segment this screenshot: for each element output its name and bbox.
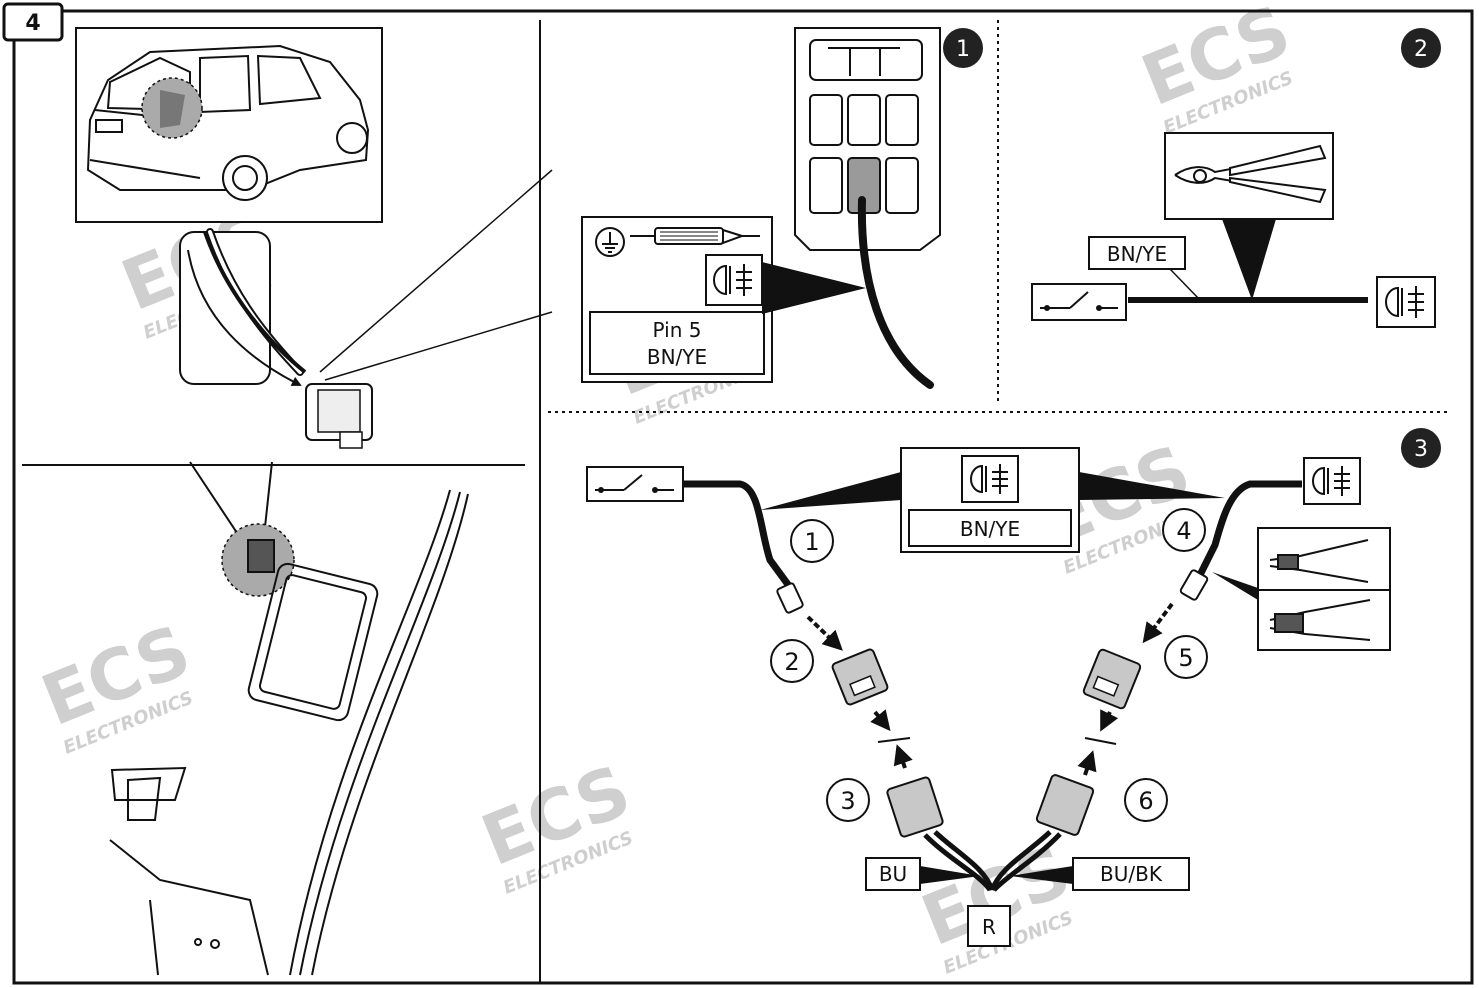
test-lamp-icon bbox=[630, 227, 760, 245]
step-2: 2 bbox=[784, 648, 799, 676]
step-5: 5 bbox=[1178, 644, 1193, 672]
badge-3-label: 3 bbox=[1414, 437, 1428, 462]
fog-lamp-icon bbox=[1376, 276, 1436, 328]
trunk-interior-view bbox=[109, 461, 469, 976]
test-instruction-box: Pin 5 BN/YE bbox=[581, 216, 773, 383]
badge-1-label: 1 bbox=[956, 37, 970, 62]
wire-left bbox=[683, 480, 795, 593]
step-3: 3 bbox=[840, 787, 855, 815]
panel-3: 3 bbox=[586, 428, 1441, 947]
arrow-step-5 bbox=[1142, 602, 1174, 644]
tool-pointer bbox=[1212, 572, 1258, 600]
connector-icon bbox=[776, 569, 1209, 614]
outer-frame bbox=[12, 9, 1474, 985]
step-1: 1 bbox=[804, 528, 819, 556]
fog-lamp-icon bbox=[705, 254, 763, 306]
ground-icon bbox=[595, 227, 625, 257]
badge-3 bbox=[1401, 428, 1441, 468]
step-tab: 4 bbox=[2, 2, 64, 42]
panel-1: 1 bbox=[581, 27, 983, 389]
pointer-left bbox=[760, 472, 901, 510]
wire-color-label: BN/YE bbox=[647, 345, 707, 369]
connector-icon bbox=[831, 648, 1142, 710]
wire-right bbox=[1196, 480, 1302, 577]
arrow-step-2 bbox=[806, 615, 843, 651]
mating-indicators bbox=[870, 709, 1119, 776]
relay-label-box bbox=[967, 905, 1011, 947]
wire-label-bu-bk-box bbox=[1072, 857, 1190, 891]
connector-callout bbox=[179, 169, 553, 449]
wire-label-bu: BU bbox=[879, 862, 907, 886]
wire-color-label: BN/YE bbox=[1107, 242, 1167, 266]
crimp-tool-icon bbox=[1269, 599, 1371, 641]
relay-connectors bbox=[886, 774, 1095, 838]
wire-color-box bbox=[1088, 236, 1186, 270]
badge-2 bbox=[1401, 28, 1441, 68]
center-label-box: BN/YE bbox=[900, 447, 1080, 553]
pliers-icon bbox=[1174, 144, 1327, 204]
car-view bbox=[75, 27, 383, 223]
pin-label: Pin 5 bbox=[653, 318, 702, 342]
wire-stripper-icon bbox=[1269, 539, 1369, 583]
pliers-box bbox=[1164, 132, 1334, 220]
pointer-wedge bbox=[762, 262, 866, 314]
cut-pointer bbox=[1222, 219, 1276, 300]
pointer-right bbox=[1079, 472, 1225, 500]
wire-label-bu-bk: BU/BK bbox=[1100, 862, 1163, 886]
panel-2: 2 BN/YE bbox=[1031, 28, 1441, 328]
connector-icon bbox=[305, 383, 373, 449]
relay-label: R bbox=[982, 915, 996, 939]
switch-icon bbox=[1031, 283, 1127, 321]
wire-bn-ye bbox=[857, 196, 934, 389]
wire-color-label: BN/YE bbox=[960, 517, 1020, 541]
badge-2-label: 2 bbox=[1414, 37, 1428, 62]
switch-icon bbox=[586, 466, 684, 502]
step-4: 4 bbox=[1176, 517, 1191, 545]
socket-detail bbox=[160, 90, 185, 128]
step-number: 4 bbox=[25, 11, 40, 36]
fog-lamp-icon bbox=[1303, 457, 1361, 505]
step-6: 6 bbox=[1138, 787, 1153, 815]
fog-lamp-icon bbox=[961, 455, 1019, 503]
step-circles bbox=[770, 508, 1208, 822]
badge-1 bbox=[943, 28, 983, 68]
tool-box bbox=[1257, 527, 1391, 651]
fuse-box-icon bbox=[794, 27, 941, 251]
